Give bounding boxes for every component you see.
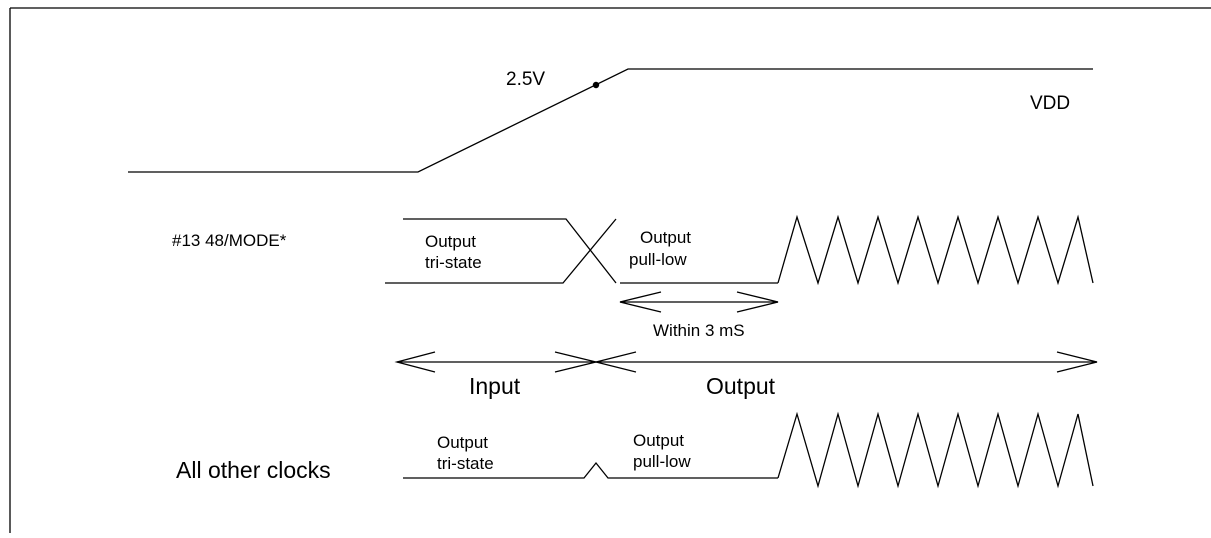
pin13-tristate-line1: Output — [425, 232, 476, 251]
timing-window-arrowhead-right — [736, 291, 779, 313]
timing-window-label: Within 3 mS — [653, 321, 745, 340]
pin13-tristate-line2: tri-state — [425, 253, 482, 272]
timing-window-arrowhead-left — [619, 291, 662, 313]
pin13-label: #13 48/MODE* — [172, 231, 287, 250]
other-clocks-waveform — [777, 411, 1094, 489]
input-direction-label: Input — [469, 373, 521, 399]
other-clocks-baseline — [403, 461, 778, 479]
other-clocks-label: All other clocks — [176, 457, 331, 483]
pin13-pulllow-line1: Output — [640, 228, 691, 247]
other-clocks-pulllow-line1: Output — [633, 431, 684, 450]
vdd-ramp-waveform — [128, 68, 1093, 173]
pin13-tristate-upper-line — [403, 218, 617, 284]
vdd-rail-label: VDD — [1030, 93, 1070, 114]
other-clocks-tristate-line1: Output — [437, 433, 488, 452]
vdd-threshold-dot — [592, 81, 600, 89]
output-arrowhead-left — [595, 351, 637, 373]
pin13-clock-waveform — [777, 214, 1094, 286]
output-direction-label: Output — [706, 373, 776, 399]
other-clocks-pulllow-line2: pull-low — [633, 452, 691, 471]
pin13-tristate-lower-line — [385, 218, 617, 284]
output-arrowhead-right — [1056, 351, 1098, 373]
input-arrowhead-left — [394, 351, 436, 373]
other-clocks-tristate-line2: tri-state — [437, 454, 494, 473]
pin13-pulllow-line2: pull-low — [629, 250, 687, 269]
vdd-threshold-label: 2.5V — [506, 69, 545, 90]
